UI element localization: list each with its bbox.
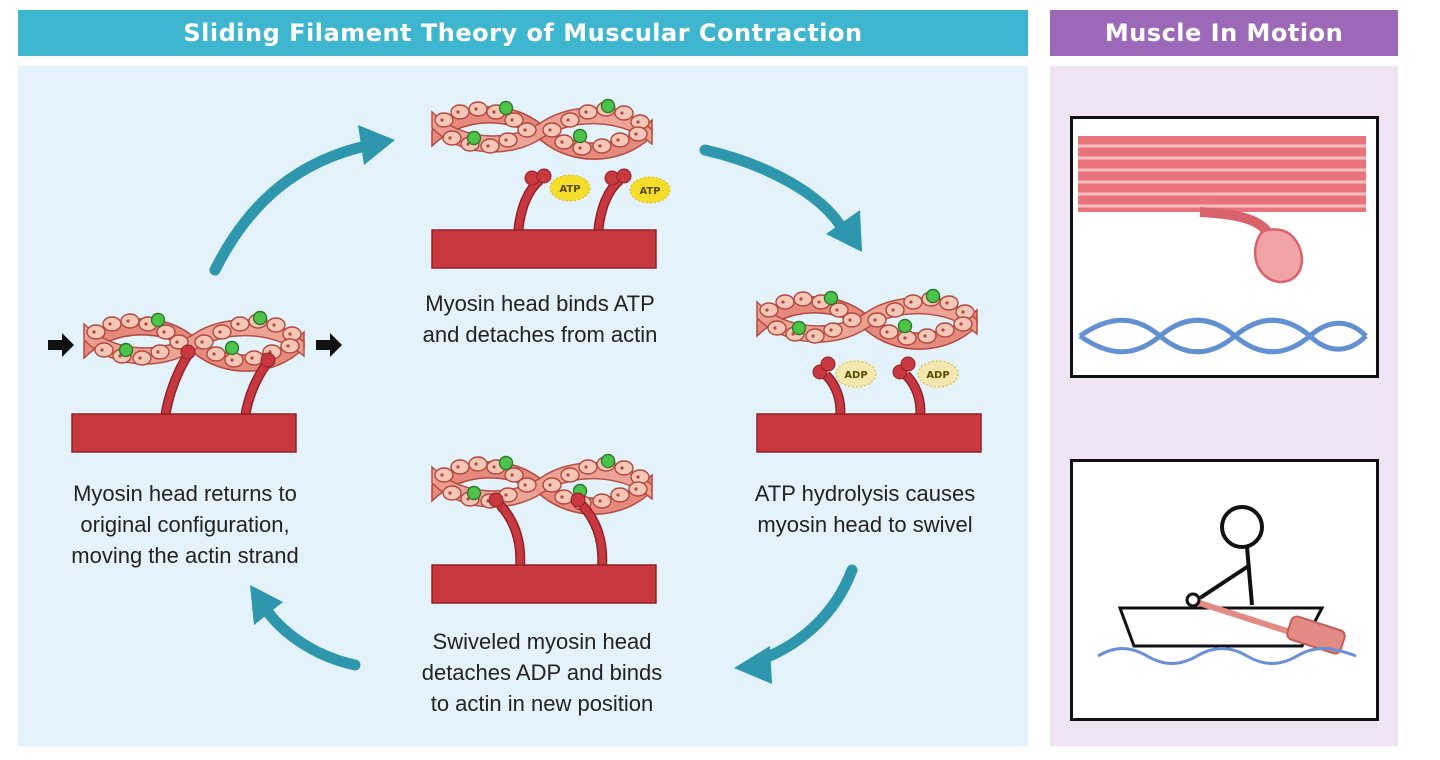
step-top-line-1: Myosin head binds ATP xyxy=(425,291,655,316)
step-right-illustration xyxy=(756,290,982,453)
adp-icon xyxy=(835,360,877,388)
muscle-fiber-illustration xyxy=(1078,136,1368,355)
step-left-line-3: moving the actin strand xyxy=(71,543,299,568)
step-right-caption: ATP hydrolysis causes myosin head to swi… xyxy=(710,478,1020,540)
step-bottom-line-1: Swiveled myosin head xyxy=(432,629,652,654)
adp-label: ADP xyxy=(844,370,867,381)
atp-icon xyxy=(549,174,591,202)
step-right-line-2: myosin head to swivel xyxy=(757,512,973,537)
step-top-caption: Myosin head binds ATP and detaches from … xyxy=(370,288,710,350)
step-bottom-line-3: to actin in new position xyxy=(430,691,654,716)
cycle-arrow-icon-4 xyxy=(259,602,361,671)
cycle-arrowheads xyxy=(250,125,862,684)
step-bottom-illustration xyxy=(431,455,657,604)
atp-icon xyxy=(629,176,671,204)
step-left-line-1: Myosin head returns to xyxy=(73,481,297,506)
cycle-arrow-icon-1 xyxy=(209,139,376,276)
step-left-caption: Myosin head returns to original configur… xyxy=(30,478,340,571)
rowing-illustration xyxy=(1097,505,1357,665)
step-right-line-1: ATP hydrolysis causes xyxy=(754,481,976,506)
step-left-line-2: original configuration, xyxy=(80,512,290,537)
adp-label: ADP xyxy=(926,370,949,381)
rowing-frame xyxy=(1070,459,1379,721)
step-top-illustration xyxy=(431,100,671,269)
cycle-arrow-icon-3 xyxy=(754,564,858,666)
main-title: Sliding Filament Theory of Muscular Cont… xyxy=(18,10,1028,56)
cycle-arrows xyxy=(209,139,858,671)
black-arrow-icon xyxy=(316,333,342,357)
cycle-panel xyxy=(18,66,1028,746)
step-left-illustration xyxy=(48,312,342,453)
step-bottom-line-2: detaches ADP and binds xyxy=(421,660,663,685)
atp-label: ATP xyxy=(639,186,660,197)
black-arrow-icon xyxy=(48,333,74,357)
adp-icon xyxy=(917,360,959,388)
water-wave xyxy=(1097,647,1357,665)
atp-label: ATP xyxy=(559,184,580,195)
cycle-arrow-icon-2 xyxy=(699,144,846,231)
step-bottom-caption: Swiveled myosin head detaches ADP and bi… xyxy=(372,626,712,719)
side-title: Muscle In Motion xyxy=(1050,10,1398,56)
step-top-line-2: and detaches from actin xyxy=(422,322,658,347)
